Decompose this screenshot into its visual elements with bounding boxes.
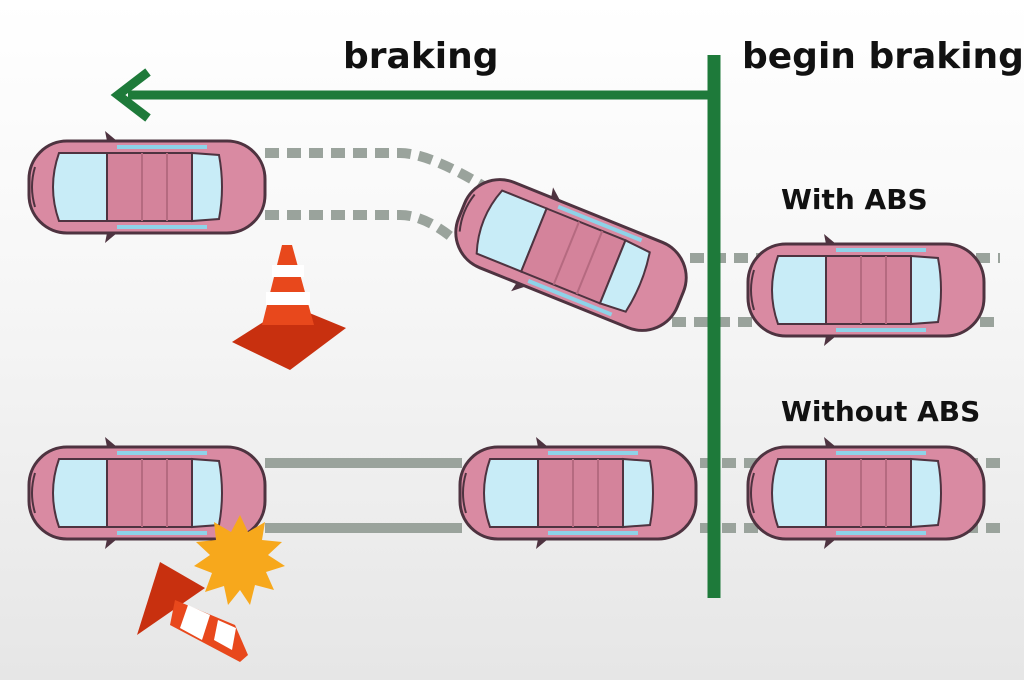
braking-arrow: [110, 68, 714, 122]
car-abs-swerving: [438, 156, 704, 354]
car-no-abs-braking: [458, 435, 698, 551]
with-abs-label: With ABS: [781, 183, 928, 216]
car-no-abs-start: [746, 435, 986, 551]
car-abs-start: [746, 232, 986, 348]
begin-braking-label: begin braking: [742, 36, 1024, 77]
no-abs-skid-tracks: [265, 458, 462, 533]
car-abs-stopped: [27, 129, 267, 245]
braking-label: braking: [343, 36, 499, 77]
without-abs-label: Without ABS: [781, 395, 981, 428]
knocked-cone-icon: [137, 562, 248, 662]
traffic-cone-icon: [232, 245, 346, 370]
impact-burst-icon: [194, 515, 285, 605]
